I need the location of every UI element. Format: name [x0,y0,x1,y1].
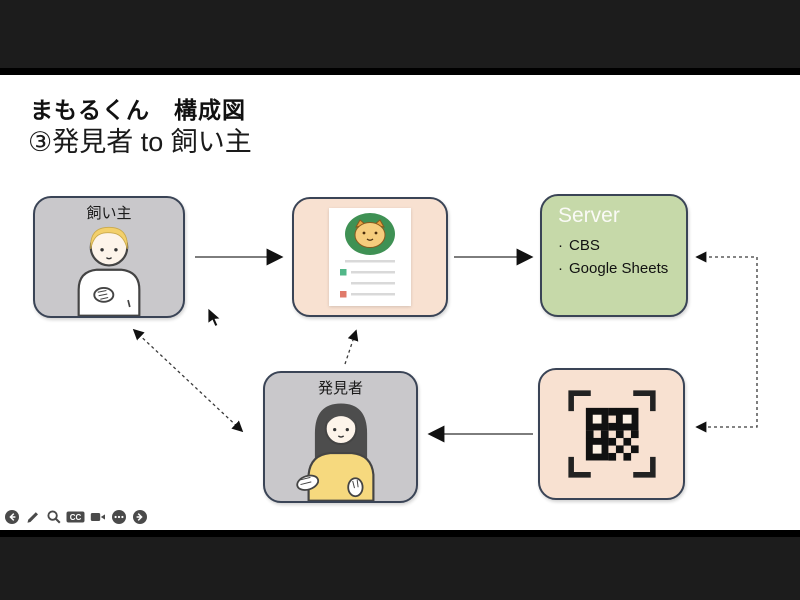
bottom-letterbox-edge [0,530,800,537]
slide-canvas: まもるくん 構成図 ③発見者 to 飼い主 飼い主 [0,75,800,530]
qr-code-scan-icon [567,390,656,478]
mouse-cursor [207,308,221,327]
closed-captions-button[interactable]: CC [66,508,85,525]
server-item-label: Google Sheets [569,260,669,277]
slide-title: まもるくん 構成図 [30,97,246,123]
slide-subtitle: ③発見者 to 飼い主 [28,127,252,157]
owner-box: 飼い主 [33,196,185,318]
zoom-icon[interactable] [45,508,62,525]
dashed-arrow-owner-finder-bidirectional [132,328,244,433]
finder-person-illustration [295,403,374,501]
finder-box: 発見者 [263,371,418,503]
server-box: Server · CBS · Google Sheets [540,194,688,317]
presenter-toolbar: CC [3,508,148,525]
dashed-arrow-finder-to-document [344,329,359,365]
more-options-button[interactable] [110,508,127,525]
top-letterbox-edge [0,68,800,75]
video-camera-button[interactable] [89,508,106,525]
cat-profile-card [329,208,411,306]
dashed-elbow-qr-server [695,251,758,433]
next-slide-button[interactable] [131,508,148,525]
server-item-google-sheets: · Google Sheets [558,257,686,280]
pen-icon[interactable] [24,508,41,525]
finder-box-label: 発見者 [317,380,363,397]
server-item-label: CBS [569,237,600,254]
owner-box-label: 飼い主 [86,205,132,222]
cc-label: CC [70,513,82,522]
bullet: · [558,237,563,254]
document-box [292,197,448,317]
server-item-cbs: · CBS [558,234,686,257]
qr-box [538,368,685,500]
server-title: Server [558,204,620,227]
owner-person-illustration [77,226,141,316]
bullet: · [558,260,563,277]
previous-slide-button[interactable] [3,508,20,525]
